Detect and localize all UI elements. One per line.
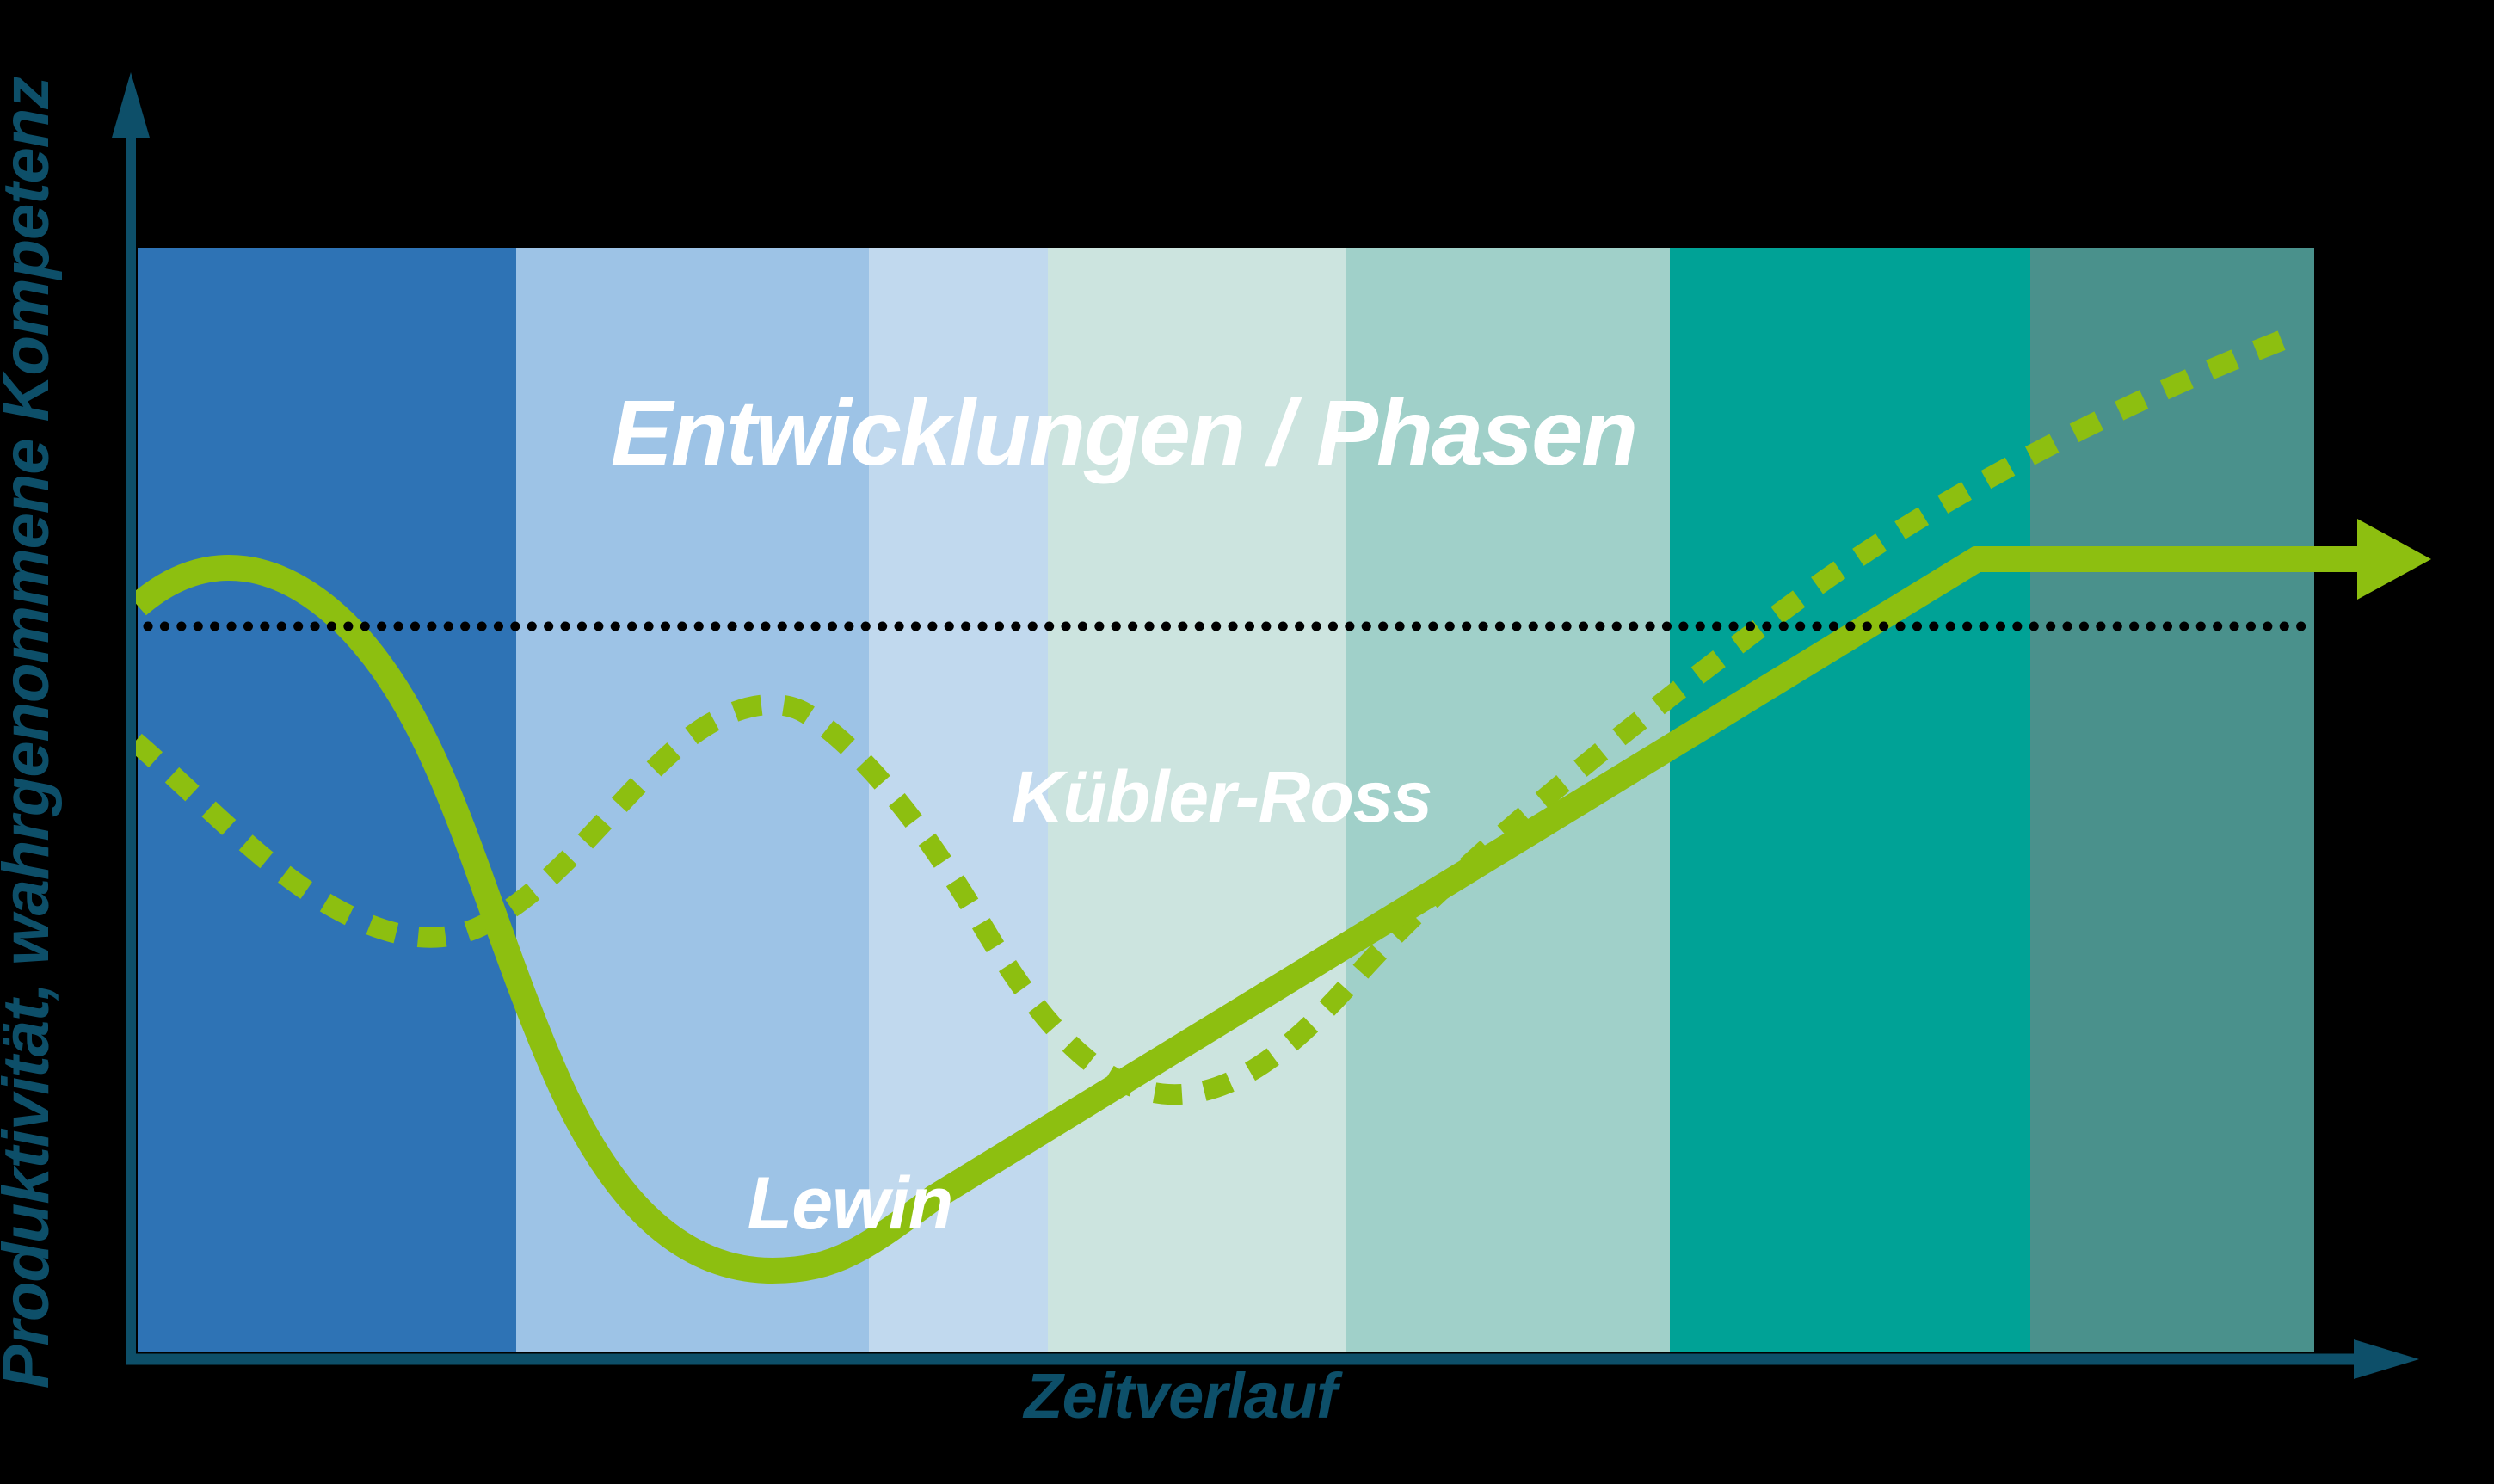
phase-band-5 [1346,248,1670,1352]
phase-band-6 [1670,248,2030,1352]
y-axis-arrowhead-icon [112,72,150,138]
phase-band-4 [1048,248,1346,1352]
lewin-arrowhead-icon [2357,519,2431,600]
phase-bands [138,248,2314,1352]
lewin-curve [129,546,2359,1284]
axes [112,72,2419,1379]
chart-title: Entwicklungen / Phasen [611,380,1636,484]
phase-band-2 [516,248,869,1352]
y-axis-label: Produktivität, wahrgenommene Kompetenz [0,77,63,1389]
lewin-label: Lewin [748,1162,953,1245]
kubler-ross-curve [128,323,2303,1105]
kubler-ross-label: Kübler-Ross [1012,756,1432,837]
phase-band-7 [2030,248,2314,1352]
x-axis-arrowhead-icon [2354,1339,2419,1379]
x-axis-label: Zeitverlauf [1022,1360,1343,1432]
